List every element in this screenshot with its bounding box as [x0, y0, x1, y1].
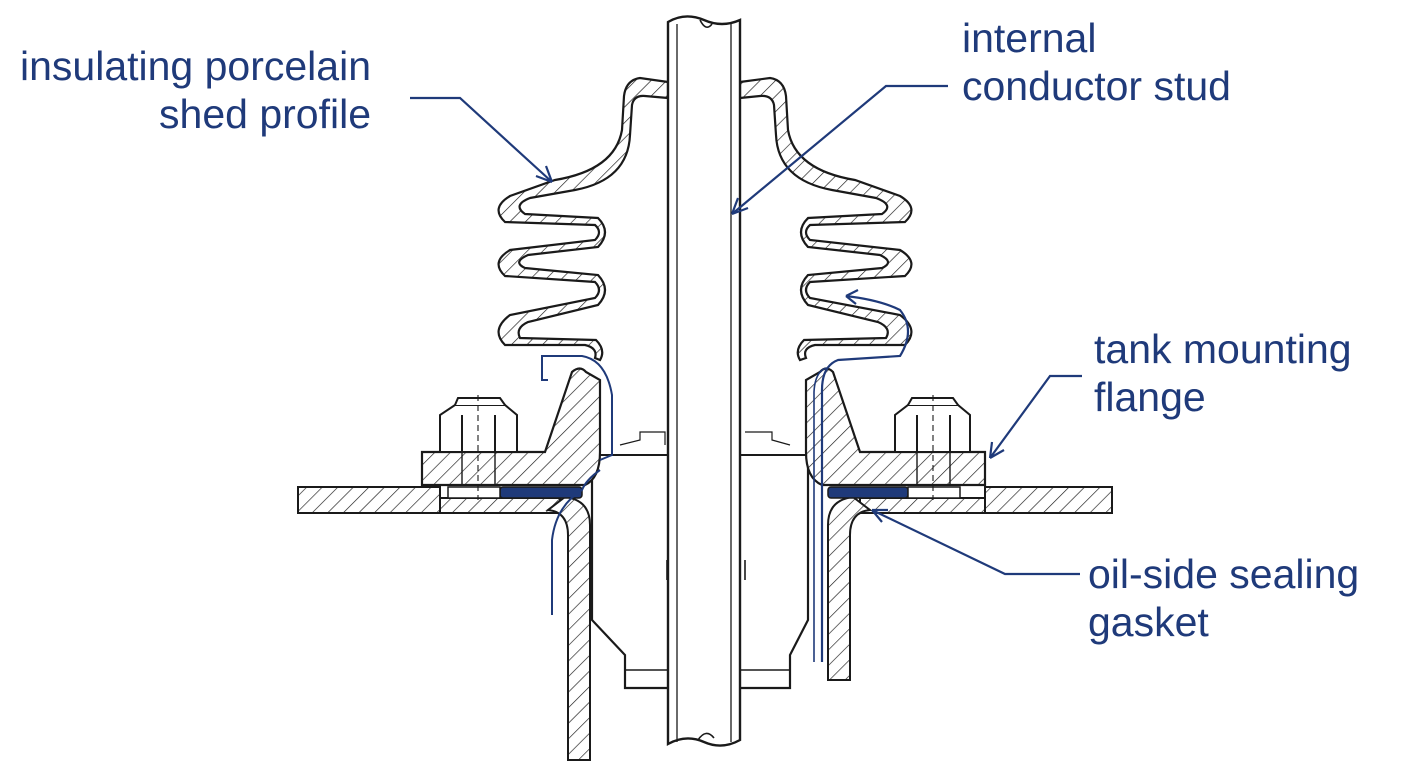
label-porcelain-line1: insulating porcelain	[20, 43, 372, 89]
tank-wall-right	[984, 486, 1113, 514]
mounting-flange-right	[804, 367, 987, 487]
creepage-path-right-inner	[813, 367, 827, 662]
label-flange-line1: tank mounting	[1094, 326, 1352, 372]
tank-wall-left	[297, 486, 441, 514]
label-insulating-porcelain-shed-profile: insulating porcelain shed profile	[20, 42, 371, 138]
mounting-flange-left	[420, 367, 602, 487]
label-gasket-line1: oil-side sealing	[1088, 551, 1360, 597]
label-internal-conductor-stud: internal conductor stud	[962, 14, 1231, 110]
leader-stud	[730, 84, 948, 216]
leader-gasket	[871, 508, 1080, 576]
leader-porcelain	[410, 96, 554, 184]
creepage-arrow-head	[845, 289, 859, 305]
stud-break-bottom	[697, 732, 715, 741]
label-tank-mounting-flange: tank mounting flange	[1094, 325, 1352, 421]
bolt-left	[439, 395, 518, 500]
label-stud-line2: conductor stud	[962, 63, 1231, 109]
label-gasket-line2: gasket	[1088, 599, 1209, 645]
washer-right	[907, 486, 961, 499]
tank-wall-inner-left	[439, 497, 561, 514]
porcelain-shed-left	[497, 76, 670, 362]
label-porcelain-line2: shed profile	[159, 91, 372, 137]
lower-sleeve-right	[827, 495, 873, 681]
washer-left	[447, 486, 501, 499]
bolt-right	[894, 395, 971, 500]
gasket-left	[499, 486, 583, 499]
label-stud-line1: internal	[962, 15, 1097, 61]
creepage-path-left	[541, 355, 613, 461]
porcelain-shed-right	[738, 76, 913, 362]
label-flange-line2: flange	[1094, 374, 1206, 420]
stud-washer-detail	[619, 431, 791, 446]
conductor-stud	[666, 15, 742, 747]
creepage-path-left-lower	[551, 469, 601, 615]
stud-break-top	[699, 19, 713, 28]
lower-sleeve-left	[545, 495, 591, 761]
gasket-right	[827, 486, 909, 499]
label-oil-side-sealing-gasket: oil-side sealing gasket	[1088, 550, 1359, 646]
leader-flange	[988, 374, 1082, 459]
creepage-path-right	[820, 294, 910, 662]
